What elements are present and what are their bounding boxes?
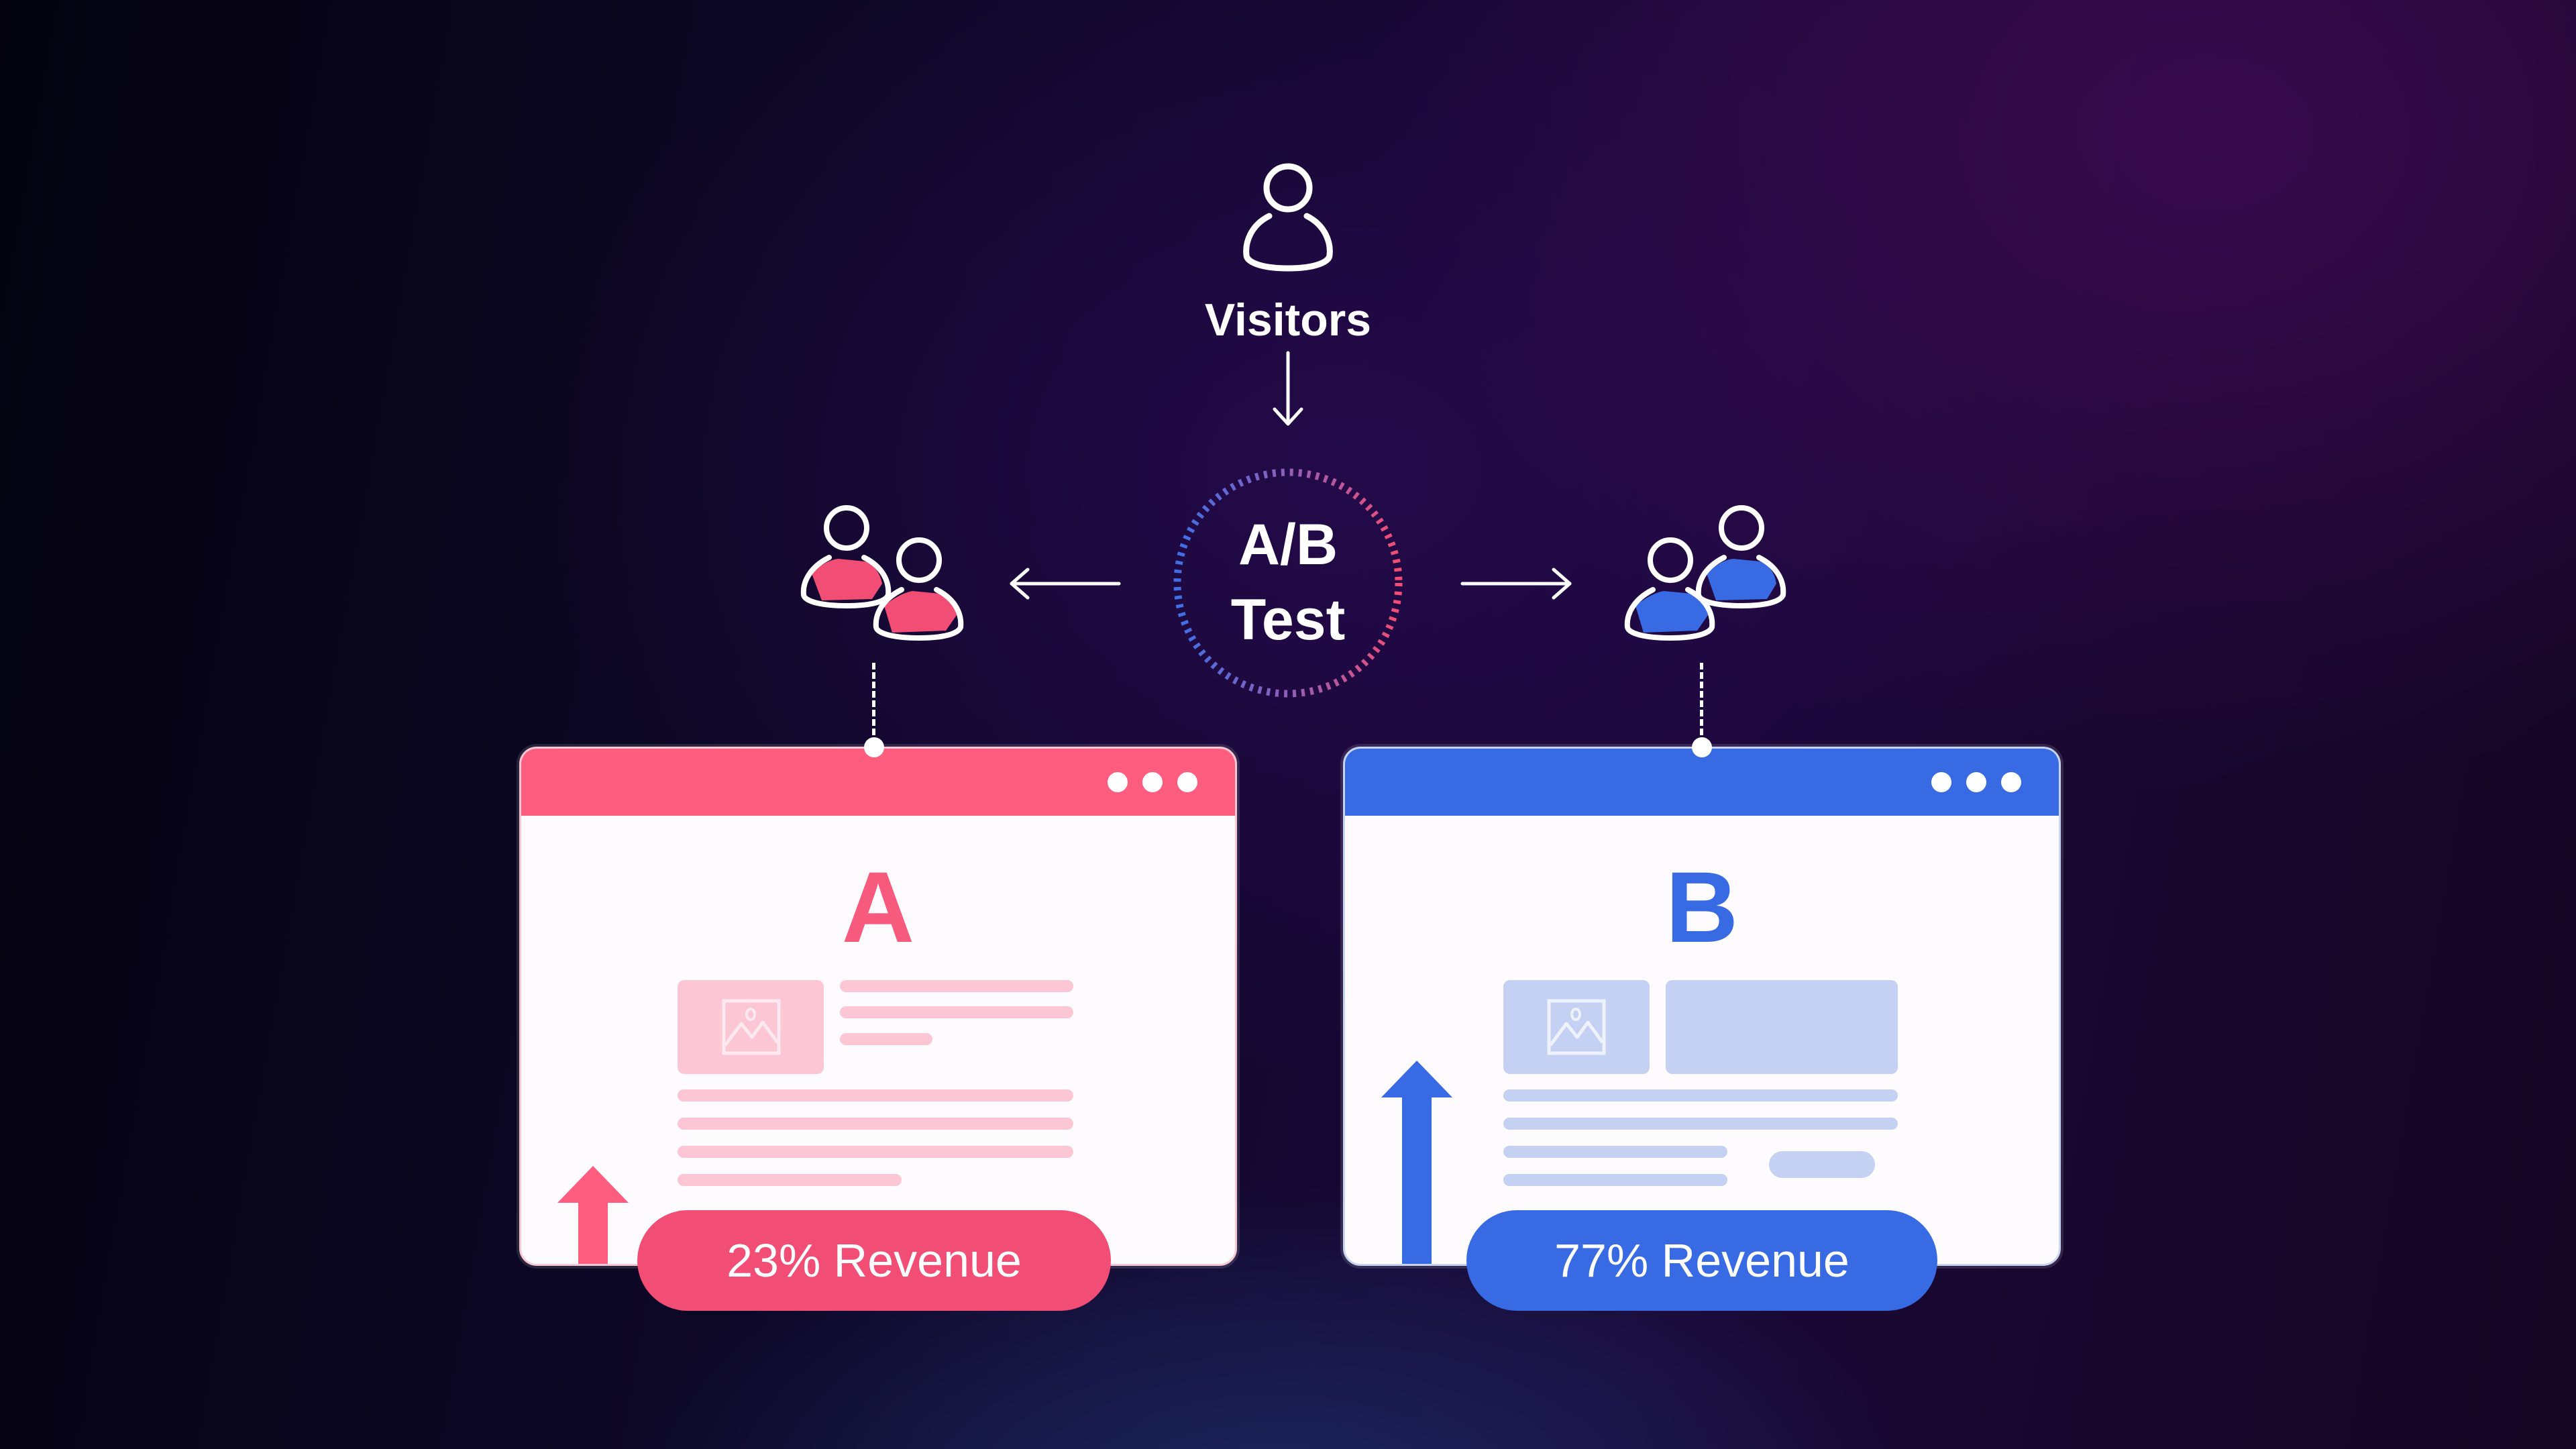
arrow-down-icon <box>1273 351 1303 426</box>
image-icon <box>1547 999 1606 1055</box>
connector-line-a <box>872 663 875 745</box>
dot-icon <box>1108 772 1128 792</box>
user-icon <box>1243 163 1333 272</box>
users-group-a-icon <box>800 505 964 641</box>
text-line <box>1503 1174 1727 1186</box>
text-line <box>840 1033 932 1045</box>
text-line <box>840 980 1073 992</box>
content-block <box>1666 980 1898 1074</box>
revenue-badge-b: 77% Revenue <box>1466 1210 1937 1311</box>
dot-icon <box>1177 772 1197 792</box>
cta-button-placeholder <box>1769 1151 1875 1178</box>
users-group-b-icon <box>1624 505 1786 641</box>
text-line <box>1503 1146 1727 1158</box>
arrow-right-icon <box>1460 568 1572 600</box>
up-arrow-icon <box>1381 1061 1452 1264</box>
variant-letter: B <box>1665 851 1739 963</box>
ab-test-label: A/B Test <box>1169 507 1407 657</box>
dot-icon <box>1931 772 1951 792</box>
ab-test-line1: A/B <box>1238 513 1338 577</box>
text-line <box>678 1118 1073 1130</box>
dot-icon <box>1966 772 1986 792</box>
image-placeholder <box>678 980 824 1074</box>
connector-dot-a <box>864 737 884 757</box>
ab-test-ring <box>1173 468 1403 698</box>
window-header <box>521 749 1235 816</box>
image-icon <box>722 999 781 1055</box>
variant-letter: A <box>841 851 915 963</box>
text-line <box>678 1174 902 1186</box>
up-arrow-icon <box>557 1166 629 1264</box>
text-line <box>1503 1118 1898 1130</box>
window-menu-dots[interactable] <box>1108 772 1197 792</box>
ab-test-line2: Test <box>1230 588 1346 652</box>
text-line <box>840 1006 1073 1018</box>
window-header <box>1345 749 2059 816</box>
text-line <box>678 1089 1073 1102</box>
image-placeholder <box>1503 980 1650 1074</box>
dot-icon <box>2001 772 2021 792</box>
text-line <box>678 1146 1073 1158</box>
connector-dot-b <box>1692 737 1712 757</box>
visitors-label: Visitors <box>1204 294 1372 345</box>
text-line <box>1503 1089 1898 1102</box>
window-menu-dots[interactable] <box>1931 772 2021 792</box>
connector-line-b <box>1700 663 1703 745</box>
variant-a-window: A <box>519 747 1237 1266</box>
variant-b-window: B <box>1343 747 2061 1266</box>
dot-icon <box>1142 772 1163 792</box>
arrow-left-icon <box>1010 568 1121 600</box>
revenue-badge-a: 23% Revenue <box>637 1210 1111 1311</box>
